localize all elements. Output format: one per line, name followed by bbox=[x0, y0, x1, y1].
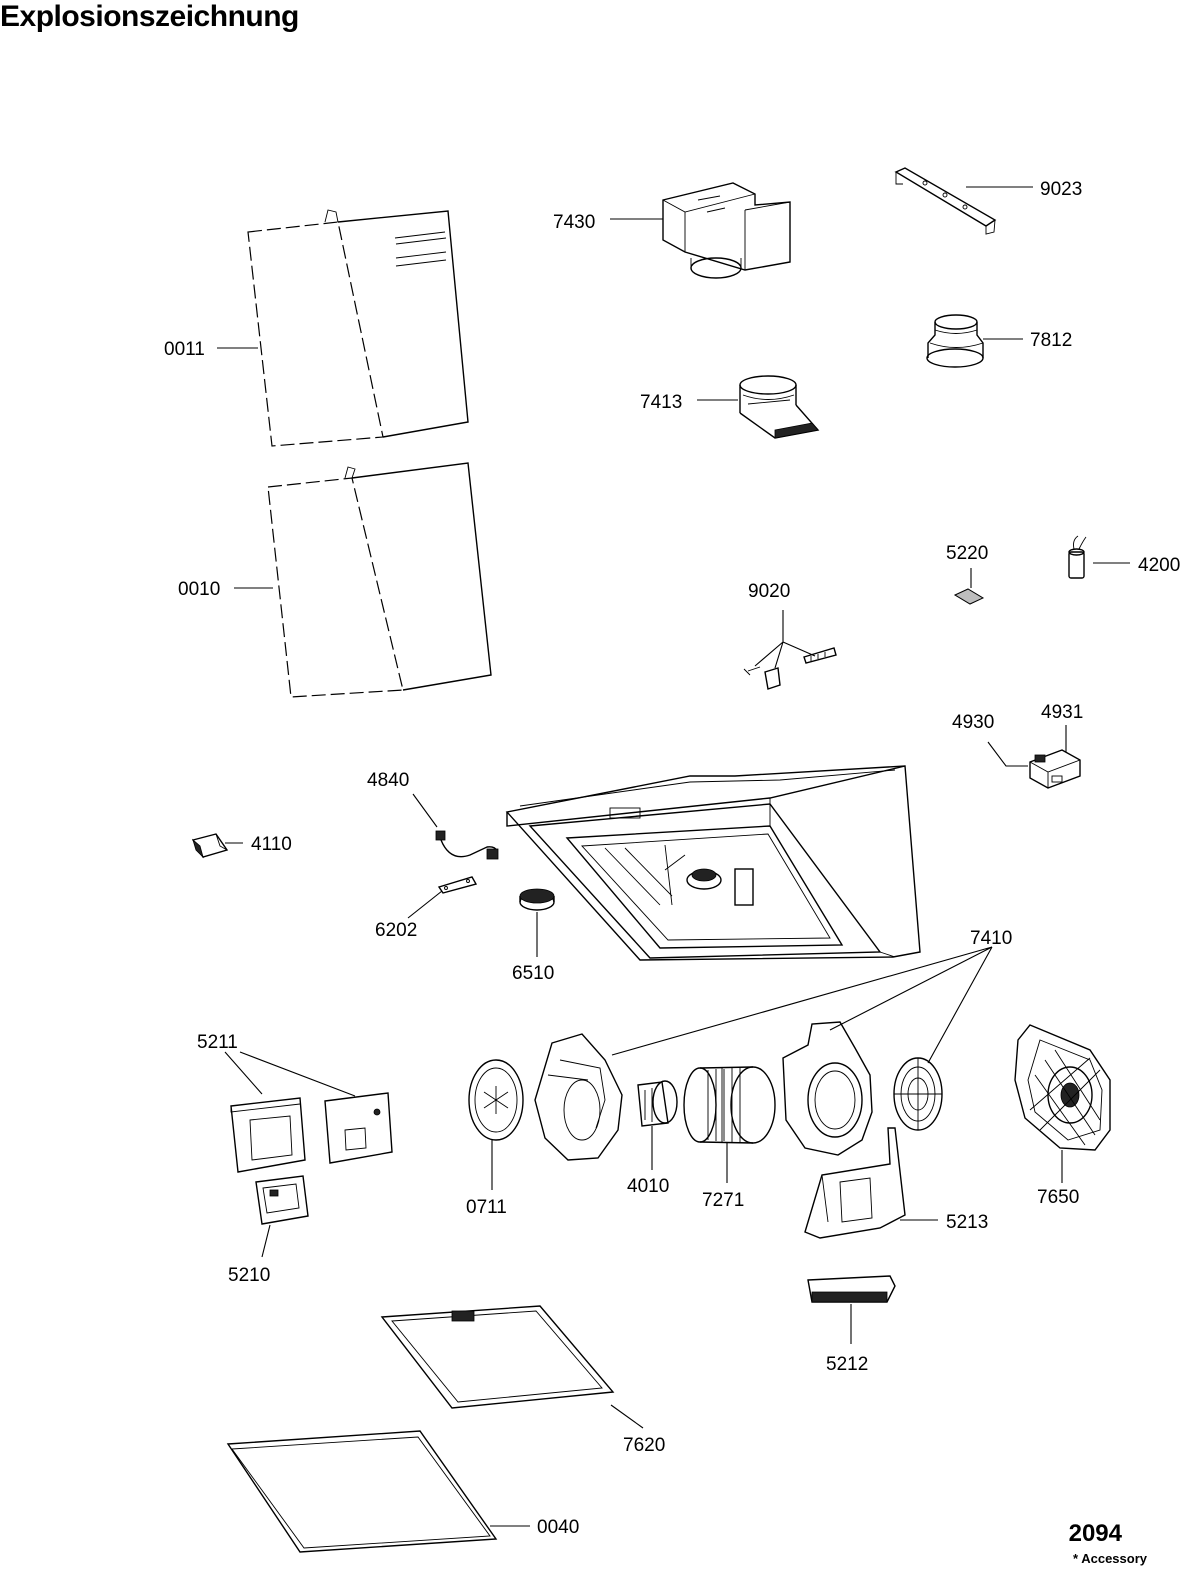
leader-5211 bbox=[224, 1051, 356, 1097]
label-0011: 0011 bbox=[164, 339, 205, 360]
leader-4840 bbox=[412, 793, 438, 828]
part-9023-wall-bracket bbox=[894, 167, 997, 235]
part-6202-clip bbox=[437, 876, 478, 894]
part-fan-housing-left bbox=[534, 1033, 623, 1161]
page-title: Explosionszeichnung bbox=[0, 0, 299, 33]
label-9020: 9020 bbox=[748, 581, 790, 602]
leader-7410 bbox=[611, 946, 993, 1064]
label-4110: 4110 bbox=[251, 834, 292, 855]
part-5211-pcb-housing bbox=[230, 1092, 393, 1173]
label-0040: 0040 bbox=[537, 1517, 579, 1538]
label-6510: 6510 bbox=[512, 963, 554, 984]
label-7410: 7410 bbox=[970, 928, 1012, 949]
label-4931: 4931 bbox=[1041, 702, 1083, 723]
part-7620-grease-filter bbox=[380, 1305, 615, 1409]
label-0010: 0010 bbox=[178, 579, 220, 600]
part-fan-housing-right bbox=[782, 1021, 873, 1156]
part-5213-housing-bracket bbox=[804, 1127, 906, 1239]
part-0010-lower-chimney bbox=[267, 462, 492, 698]
label-7413: 7413 bbox=[640, 392, 682, 413]
label-7620: 7620 bbox=[623, 1435, 665, 1456]
part-0040-glass-panel bbox=[226, 1430, 498, 1553]
label-4930: 4930 bbox=[952, 712, 994, 733]
part-7812-reducer bbox=[926, 314, 984, 368]
part-6510-knob bbox=[519, 888, 555, 911]
label-9023: 9023 bbox=[1040, 179, 1082, 200]
label-7812: 7812 bbox=[1030, 330, 1072, 351]
label-4010: 4010 bbox=[627, 1176, 669, 1197]
label-5212: 5212 bbox=[826, 1354, 868, 1375]
footnote-accessory: * Accessory bbox=[1073, 1551, 1147, 1566]
part-4200-capacitor bbox=[1068, 535, 1087, 579]
part-7650-carbon-filter bbox=[1014, 1024, 1111, 1151]
label-5213: 5213 bbox=[946, 1212, 988, 1233]
part-grille bbox=[893, 1057, 943, 1131]
label-6202: 6202 bbox=[375, 920, 417, 941]
label-7430: 7430 bbox=[553, 212, 595, 233]
label-7650: 7650 bbox=[1037, 1187, 1079, 1208]
part-7430-duct-box bbox=[662, 182, 791, 279]
label-5211: 5211 bbox=[197, 1032, 238, 1053]
part-hood-body bbox=[505, 765, 921, 961]
part-9020-fixing-kit bbox=[743, 647, 837, 690]
part-4010-motor bbox=[637, 1080, 678, 1127]
part-4930-4931-switch bbox=[1029, 749, 1081, 789]
label-7271: 7271 bbox=[702, 1190, 744, 1211]
part-4840-wire bbox=[435, 830, 499, 860]
part-0011-upper-chimney bbox=[247, 209, 469, 447]
leader-4930 bbox=[987, 741, 1028, 767]
part-5210-pcb bbox=[255, 1175, 309, 1225]
label-5210: 5210 bbox=[228, 1265, 270, 1286]
part-5220-plate bbox=[953, 588, 985, 605]
diagram-code: 2094 bbox=[1068, 1520, 1122, 1547]
part-4110-lamp bbox=[191, 833, 229, 859]
part-7413-duct-connector bbox=[739, 375, 820, 439]
label-4840: 4840 bbox=[367, 770, 409, 791]
part-0711-motor-plate bbox=[468, 1059, 524, 1141]
label-5220: 5220 bbox=[946, 543, 988, 564]
leader-9020 bbox=[754, 610, 816, 669]
label-4200: 4200 bbox=[1138, 555, 1180, 576]
part-7271-impeller bbox=[683, 1066, 776, 1144]
label-0711: 0711 bbox=[466, 1197, 507, 1218]
part-5212-cover bbox=[807, 1275, 896, 1303]
leader-6202 bbox=[407, 890, 443, 919]
leader-5210 bbox=[261, 1224, 271, 1258]
leader-7620 bbox=[610, 1404, 644, 1429]
